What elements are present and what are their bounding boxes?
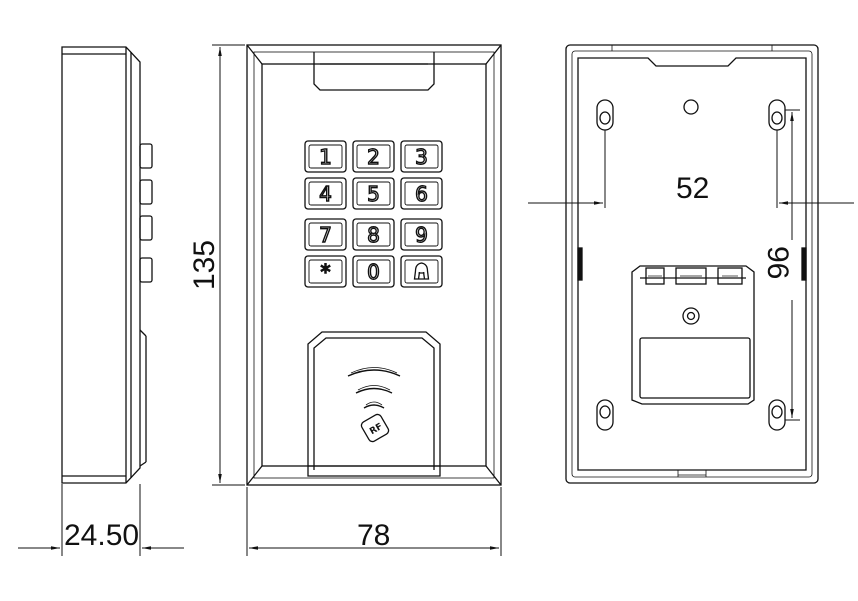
- depth-dimension-label: 24.50: [64, 519, 139, 552]
- keypad-key: 6: [400, 177, 443, 210]
- bell-icon: [413, 262, 430, 280]
- keypad-key: 5: [352, 177, 395, 210]
- keypad-key-label: 1: [319, 145, 332, 169]
- mounting-hole: [596, 99, 614, 131]
- keypad-key-label: 0: [367, 260, 380, 284]
- side-button: [139, 143, 153, 169]
- keypad-key-label: 5: [367, 182, 380, 206]
- keypad-key: *: [304, 255, 347, 288]
- height-dimension-label: 135: [188, 240, 221, 290]
- keypad-key: 1: [304, 140, 347, 173]
- keypad-key-label: *: [321, 260, 331, 284]
- mounting-hole: [768, 399, 786, 431]
- keypad-key: 3: [400, 140, 443, 173]
- front-outer-bezel: [246, 44, 502, 486]
- wiring-cavity: [631, 265, 755, 405]
- side-button: [139, 257, 153, 283]
- keypad-key: 9: [400, 218, 443, 251]
- height-dimension: [212, 44, 245, 486]
- side-button: [139, 215, 153, 241]
- keypad-key-label: 9: [415, 223, 428, 247]
- hole-spacing-horizontal-label: 52: [676, 172, 709, 205]
- keypad-key-label: 6: [415, 182, 428, 206]
- mounting-hole: [596, 399, 614, 431]
- keypad-key-label: 7: [319, 223, 332, 247]
- keypad-key-label: 4: [319, 182, 332, 206]
- keypad-key: 0: [352, 255, 395, 288]
- back-view: [565, 44, 819, 484]
- keypad-key-label: 8: [367, 223, 380, 247]
- keypad-key: 8: [352, 218, 395, 251]
- width-dimension: [246, 487, 502, 556]
- keypad-key: 7: [304, 218, 347, 251]
- mounting-hole: [768, 99, 786, 131]
- side-view-body: [61, 46, 141, 484]
- rf-card-icon: RF: [360, 413, 390, 443]
- keypad-key: 4: [304, 177, 347, 210]
- keypad-key: 2: [352, 140, 395, 173]
- hole-spacing-vertical-dimension: [785, 109, 800, 421]
- keypad: 1 2 3 4 5 6 7 8 9 * 0: [304, 140, 443, 288]
- rfid-wave-icon: [347, 367, 401, 409]
- top-center-hole: [683, 99, 699, 115]
- front-view: [246, 44, 502, 486]
- rf-reader-window: [307, 331, 441, 477]
- side-button: [139, 179, 153, 205]
- side-view: [61, 46, 153, 484]
- back-outer-frame: [565, 44, 819, 484]
- top-latch: [313, 52, 435, 91]
- hole-spacing-vertical-label: 96: [761, 246, 794, 279]
- keypad-key-label: 2: [367, 145, 380, 169]
- keypad-key-label: 3: [415, 145, 428, 169]
- depth-dimension: [18, 484, 184, 556]
- width-dimension-label: 78: [357, 519, 390, 552]
- keypad-key: [400, 255, 443, 288]
